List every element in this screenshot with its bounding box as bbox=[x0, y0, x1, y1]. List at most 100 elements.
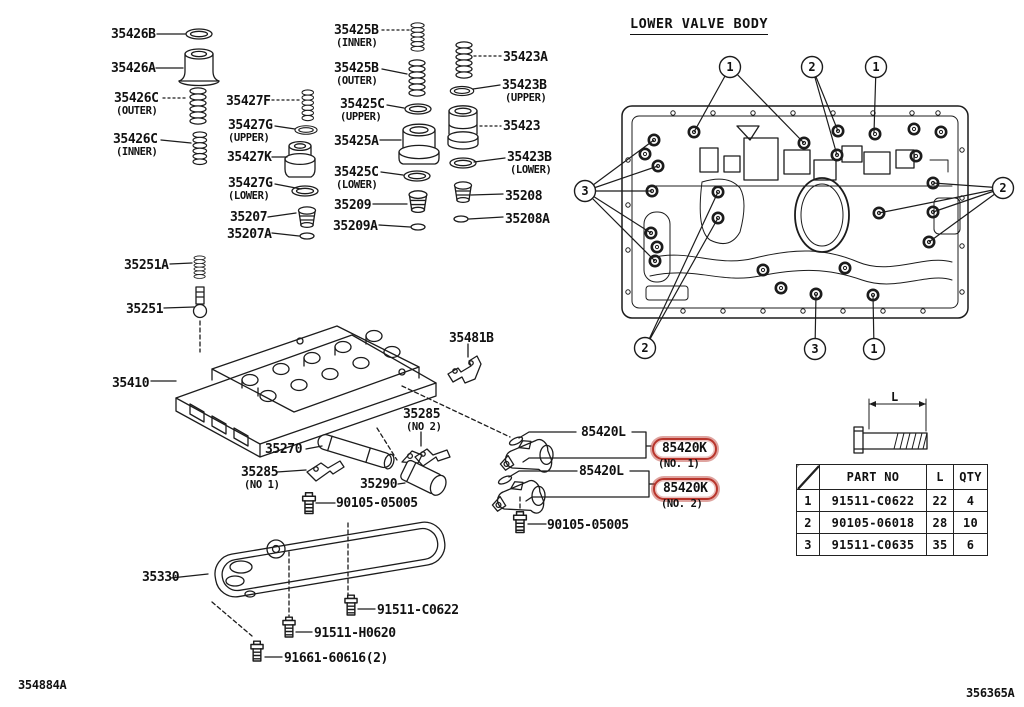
part-label-35425b-inner: 35425B bbox=[334, 23, 379, 38]
part-label-35427g-lower: 35427G bbox=[228, 176, 273, 191]
part-label-35423: 35423 bbox=[503, 119, 541, 134]
table-corner-cell bbox=[796, 464, 820, 490]
table-cell-l: 35 bbox=[926, 533, 954, 556]
callout-1-top-left: 1 bbox=[726, 60, 734, 74]
part-drawing-35207 bbox=[297, 206, 317, 229]
part-drawing-35427f bbox=[301, 89, 315, 122]
figure-code-left: 354884A bbox=[18, 678, 67, 692]
part-drawing-35481b bbox=[447, 355, 482, 384]
part-sublabel-35425c-upper: (UPPER) bbox=[340, 111, 382, 123]
part-label-35251: 35251 bbox=[126, 302, 164, 317]
part-drawing-35423b-upper bbox=[449, 85, 475, 97]
part-drawing-35425b-inner bbox=[410, 22, 425, 52]
part-sublabel-35423b-upper: (UPPER) bbox=[505, 92, 547, 104]
dimension-label-l: L bbox=[891, 390, 899, 404]
part-drawing-35209a bbox=[410, 223, 426, 231]
part-label-35410: 35410 bbox=[112, 376, 150, 391]
table-cell-qty: 4 bbox=[953, 489, 988, 512]
table-row: 1 91511-C0622 22 4 bbox=[796, 489, 988, 512]
callout-2-bottom: 2 bbox=[641, 341, 649, 355]
highlight-85420k-no1: 85420K bbox=[652, 438, 717, 460]
part-label-35207: 35207 bbox=[230, 210, 268, 225]
part-drawing-35251a bbox=[193, 255, 206, 279]
part-label-91661-60616: 91661-60616(2) bbox=[284, 651, 388, 666]
part-label-35427f: 35427F bbox=[226, 94, 271, 109]
part-sublabel-85420k-no2: (NO. 2) bbox=[661, 498, 703, 510]
part-drawing-35290 bbox=[400, 450, 447, 496]
part-label-35423b-upper: 35423B bbox=[502, 78, 547, 93]
bolt-dimension-drawing bbox=[853, 398, 928, 454]
callout-leader-lines bbox=[584, 66, 1004, 350]
part-label-85420k-no1: 85420K bbox=[662, 441, 707, 456]
part-drawing-35426b bbox=[185, 28, 213, 40]
table-header-l: L bbox=[926, 464, 954, 490]
callout-3-bottom: 3 bbox=[811, 342, 819, 356]
part-drawing-91661-60616 bbox=[250, 640, 264, 662]
part-sublabel-35426c-inner: (INNER) bbox=[116, 146, 158, 158]
part-drawing-35426c-outer bbox=[189, 87, 207, 125]
diagram-title: LOWER VALVE BODY bbox=[630, 16, 769, 35]
part-drawing-35207a bbox=[299, 232, 315, 240]
part-sublabel-35285-no1: (NO 1) bbox=[244, 479, 280, 491]
part-drawing-35208a bbox=[453, 215, 469, 223]
part-label-35425a: 35425A bbox=[334, 134, 379, 149]
part-drawing-35423b-lower bbox=[449, 157, 477, 169]
callout-1-bottom: 1 bbox=[870, 342, 878, 356]
part-sublabel-35426c-outer: (OUTER) bbox=[116, 105, 158, 117]
part-drawing-35427k bbox=[284, 140, 316, 178]
part-label-91511-c0622: 91511-C0622 bbox=[377, 603, 459, 618]
part-drawing-35425b-outer bbox=[408, 59, 426, 97]
part-drawing-35209 bbox=[408, 190, 428, 214]
part-label-35251a: 35251A bbox=[124, 258, 169, 273]
part-label-35425c-upper: 35425C bbox=[340, 97, 385, 112]
part-label-91511-h0620: 91511-H0620 bbox=[314, 626, 396, 641]
table-cell-part-no: 90105-06018 bbox=[819, 511, 927, 534]
part-label-85420l-2: 85420L bbox=[579, 464, 624, 479]
small-holes bbox=[625, 110, 965, 314]
part-drawing-90105-05005-left bbox=[301, 492, 317, 515]
part-label-85420l-1: 85420L bbox=[581, 425, 626, 440]
part-label-35209: 35209 bbox=[334, 198, 372, 213]
part-label-90105-05005-left: 90105-05005 bbox=[336, 496, 418, 511]
part-label-35290: 35290 bbox=[360, 477, 398, 492]
table-cell-part-no: 91511-C0635 bbox=[819, 533, 927, 556]
part-label-35427k: 35427K bbox=[227, 150, 272, 165]
part-drawing-35423 bbox=[447, 105, 479, 150]
part-label-35425b-outer: 35425B bbox=[334, 61, 379, 76]
part-label-90105-05005-mid: 90105-05005 bbox=[547, 518, 629, 533]
callout-1-top-right: 1 bbox=[872, 60, 880, 74]
part-drawing-35410 bbox=[175, 325, 437, 458]
table-cell-qty: 10 bbox=[953, 511, 988, 534]
part-drawing-35425c-upper bbox=[404, 103, 432, 115]
table-cell-qty: 6 bbox=[953, 533, 988, 556]
part-label-35423b-lower: 35423B bbox=[507, 150, 552, 165]
part-drawing-35330 bbox=[214, 521, 446, 598]
part-label-35270: 35270 bbox=[265, 442, 303, 457]
part-label-35426c-outer: 35426C bbox=[114, 91, 159, 106]
part-label-35330: 35330 bbox=[142, 570, 180, 585]
part-label-35285-no2: 35285 bbox=[403, 407, 441, 422]
part-sublabel-85420k-no1: (NO. 1) bbox=[658, 458, 700, 470]
highlight-85420k-no2: 85420K bbox=[653, 478, 718, 500]
table-row: 3 91511-C0635 35 6 bbox=[796, 533, 988, 556]
part-drawing-90105-05005-mid bbox=[512, 511, 528, 534]
part-label-35208: 35208 bbox=[505, 189, 543, 204]
part-sublabel-35285-no2: (NO 2) bbox=[406, 421, 442, 433]
part-label-35481b: 35481B bbox=[449, 331, 494, 346]
part-label-35208a: 35208A bbox=[505, 212, 550, 227]
part-sublabel-35427g-upper: (UPPER) bbox=[228, 132, 270, 144]
table-header-qty: QTY bbox=[953, 464, 988, 490]
part-drawing-91511-c0622 bbox=[344, 594, 358, 616]
part-sublabel-35423b-lower: (LOWER) bbox=[510, 164, 552, 176]
part-drawing-35426c-inner bbox=[192, 131, 208, 166]
part-drawing-35285-no1 bbox=[306, 460, 345, 482]
table-header-part-no: PART NO bbox=[819, 464, 927, 490]
table-row: 2 90105-06018 28 10 bbox=[796, 511, 988, 534]
valve-body-plan-drawing bbox=[621, 105, 969, 319]
part-label-35425c-lower: 35425C bbox=[334, 165, 379, 180]
part-drawing-35425a bbox=[398, 123, 440, 165]
part-sublabel-35425b-inner: (INNER) bbox=[336, 37, 378, 49]
table-cell-num: 1 bbox=[796, 489, 820, 512]
